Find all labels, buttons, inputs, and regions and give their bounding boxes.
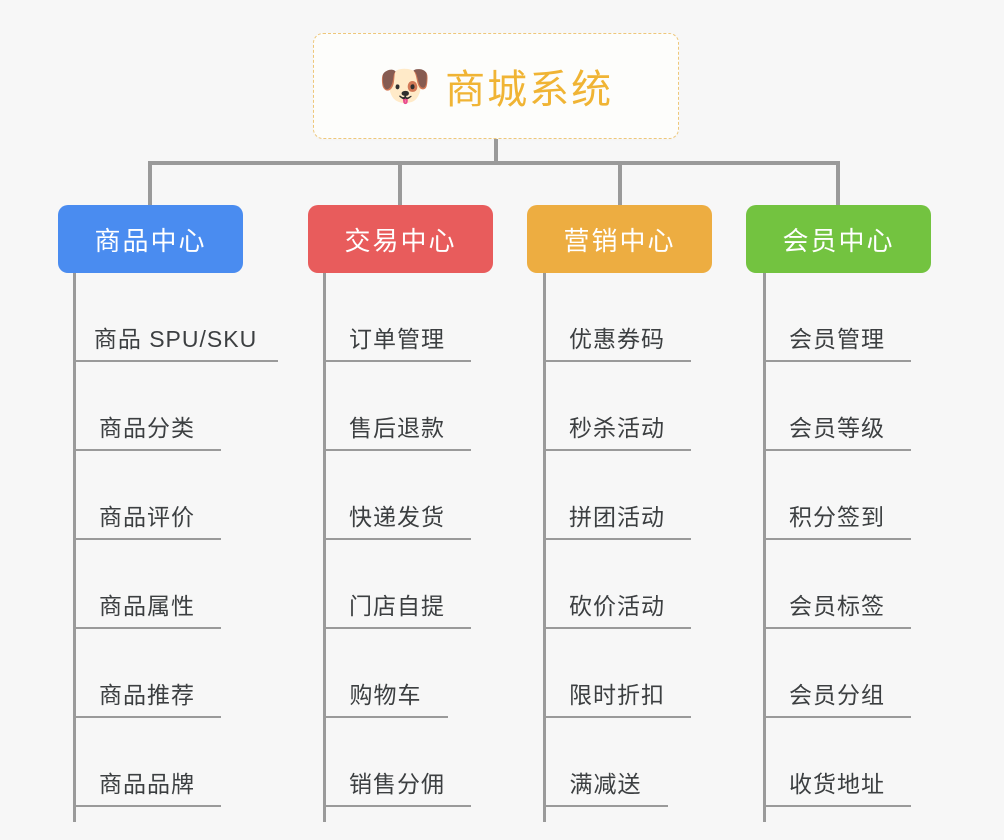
leaf-item[interactable]: 商品分类 [73, 362, 221, 451]
category-header-product-center[interactable]: 商品中心 [58, 205, 243, 273]
connector-trunk-marketing-center [543, 273, 546, 822]
category-header-label: 会员中心 [782, 225, 895, 256]
leaf-item-label: 售后退款 [349, 415, 445, 441]
leaf-item-label: 购物车 [349, 682, 422, 708]
connector-trunk-trade-center [323, 273, 326, 822]
leaf-item-label: 会员标签 [789, 593, 885, 619]
category-header-trade-center[interactable]: 交易中心 [308, 205, 493, 273]
leaf-item[interactable]: 商品推荐 [73, 629, 221, 718]
leaf-item-label: 拼团活动 [569, 504, 665, 530]
leaf-item-label: 销售分佣 [349, 771, 445, 797]
leaf-item[interactable]: 收货地址 [763, 718, 911, 807]
category-header-label: 交易中心 [344, 225, 457, 256]
leaf-item[interactable]: 拼团活动 [543, 451, 691, 540]
leaf-item[interactable]: 会员管理 [763, 273, 911, 362]
leaf-item-label: 会员分组 [789, 682, 885, 708]
leaf-item-label: 商品推荐 [99, 682, 195, 708]
leaf-item[interactable]: 满减送 [543, 718, 668, 807]
leaf-item-label: 限时折扣 [569, 682, 665, 708]
leaf-item[interactable]: 门店自提 [323, 540, 471, 629]
leaf-item[interactable]: 商品品牌 [73, 718, 221, 807]
leaf-item-label: 满减送 [569, 771, 642, 797]
leaf-item[interactable]: 优惠券码 [543, 273, 691, 362]
leaf-item[interactable]: 会员分组 [763, 629, 911, 718]
leaf-item-label: 会员管理 [789, 326, 885, 352]
leaf-item-label: 秒杀活动 [569, 415, 665, 441]
leaf-item-label: 商品属性 [99, 593, 195, 619]
leaf-item[interactable]: 会员标签 [763, 540, 911, 629]
leaf-item[interactable]: 限时折扣 [543, 629, 691, 718]
leaf-item[interactable]: 会员等级 [763, 362, 911, 451]
leaf-item[interactable]: 订单管理 [323, 273, 471, 362]
connector-drop-member-center [836, 161, 840, 205]
leaf-item[interactable]: 销售分佣 [323, 718, 471, 807]
leaf-item[interactable]: 售后退款 [323, 362, 471, 451]
connector-horizontal-bus [148, 161, 840, 165]
leaf-item-label: 商品评价 [99, 504, 195, 530]
category-header-member-center[interactable]: 会员中心 [746, 205, 931, 273]
root-title: 商城系统 [445, 68, 614, 112]
category-header-label: 营销中心 [563, 225, 676, 256]
connector-drop-marketing-center [618, 161, 622, 205]
connector-drop-product-center [148, 161, 152, 205]
leaf-item-label: 商品品牌 [99, 771, 195, 797]
leaf-item[interactable]: 商品 SPU/SKU [73, 273, 278, 362]
leaf-item[interactable]: 购物车 [323, 629, 448, 718]
leaf-item-label: 商品分类 [99, 415, 195, 441]
connector-trunk-product-center [73, 273, 76, 822]
connector-root-stem [494, 139, 498, 163]
leaf-item-label: 积分签到 [789, 504, 885, 530]
connector-drop-trade-center [398, 161, 402, 205]
connector-trunk-member-center [763, 273, 766, 822]
category-header-label: 商品中心 [94, 225, 207, 256]
root-node-shopping-mall-system[interactable]: 🐶 商城系统 [313, 33, 679, 139]
leaf-item-label: 砍价活动 [569, 593, 665, 619]
category-header-marketing-center[interactable]: 营销中心 [527, 205, 712, 273]
leaf-item-label: 商品 SPU/SKU [93, 326, 258, 352]
leaf-item-label: 订单管理 [349, 326, 445, 352]
leaf-item-label: 门店自提 [349, 593, 445, 619]
leaf-item[interactable]: 砍价活动 [543, 540, 691, 629]
leaf-item-label: 收货地址 [789, 771, 885, 797]
leaf-item-label: 会员等级 [789, 415, 885, 441]
leaf-item[interactable]: 积分签到 [763, 451, 911, 540]
dog-face-icon: 🐶 [378, 62, 432, 109]
leaf-item[interactable]: 商品属性 [73, 540, 221, 629]
leaf-item[interactable]: 秒杀活动 [543, 362, 691, 451]
leaf-item-label: 优惠券码 [569, 326, 665, 352]
leaf-item-label: 快递发货 [349, 504, 445, 530]
leaf-item[interactable]: 商品评价 [73, 451, 221, 540]
leaf-item[interactable]: 快递发货 [323, 451, 471, 540]
